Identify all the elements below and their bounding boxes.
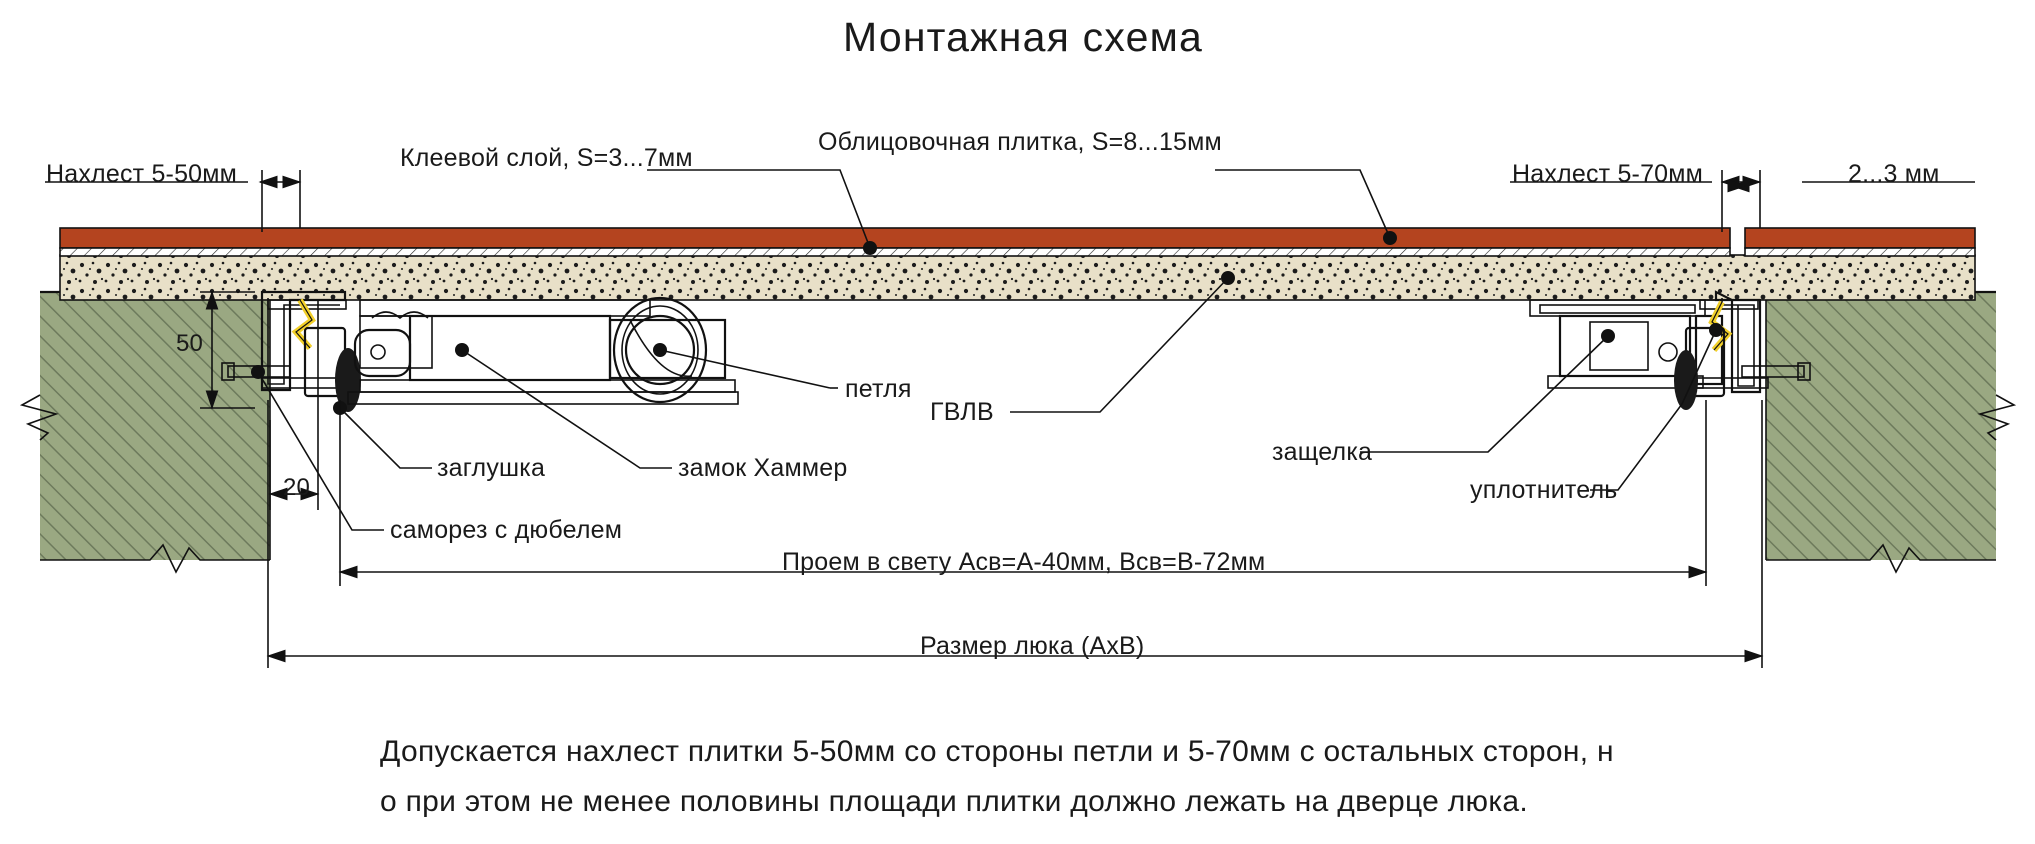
footnote-line-2: о при этом не менее половины площади пли… — [380, 785, 1529, 818]
dimension-hatch-size: Размер люка (AxB) — [920, 632, 1145, 660]
label-latch: защелка — [1272, 438, 1373, 466]
label-gap-right: 2...3 мм — [1848, 160, 1940, 188]
label-facing-tile: Облицовочная плитка, S=8...15мм — [818, 128, 1222, 156]
label-screw-dowel: саморез с дюбелем — [390, 516, 623, 544]
label-lock: замок Хаммер — [678, 454, 848, 482]
label-plug: заглушка — [437, 454, 546, 482]
right-latch-assembly — [1529, 299, 1724, 389]
facing-tile-layer — [59, 227, 1976, 257]
dimension-depth-20: 20 — [283, 474, 311, 501]
label-overlap-right: Нахлест 5-70мм — [1512, 160, 1704, 188]
label-hinge: петля — [845, 375, 912, 403]
leader-lines — [251, 169, 1723, 531]
wall-right — [1765, 290, 2017, 574]
hammer-lock-body — [347, 296, 739, 405]
label-overlap-left: Нахлест 5-50мм — [46, 160, 238, 188]
footnote-line-1: Допускается нахлест плитки 5-50мм со сто… — [380, 735, 1614, 768]
dimension-clear-opening: Проем в свету Acв=A-40мм, Bcв=B-72мм — [782, 548, 1266, 576]
label-seal: уплотнитель — [1470, 476, 1618, 504]
label-glue-layer: Клеевой слой, S=3...7мм — [400, 144, 693, 172]
dimension-height-50: 50 — [176, 330, 204, 357]
page-title: Монтажная схема — [843, 14, 1203, 60]
screed-layer — [59, 254, 1976, 301]
dimension-lines — [45, 170, 1975, 668]
wall-left — [19, 290, 271, 574]
label-gvlv: ГВЛВ — [930, 398, 994, 426]
